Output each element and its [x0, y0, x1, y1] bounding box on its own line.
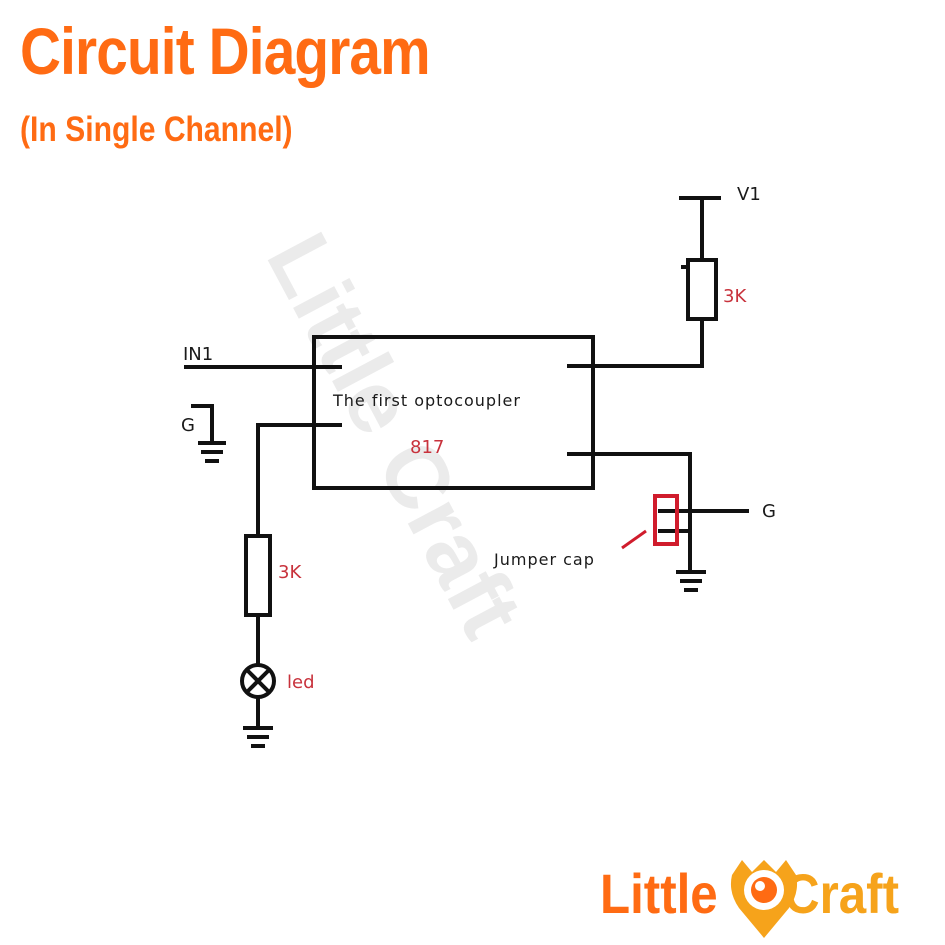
- ground-symbol-left: [191, 404, 226, 463]
- led-icon: [240, 663, 276, 699]
- ground-symbol-led: [243, 695, 273, 748]
- ground-label-left: G: [181, 415, 195, 436]
- ground-symbol-output: [676, 538, 706, 592]
- led-label: led: [287, 672, 315, 693]
- resistor-right: [686, 258, 718, 321]
- brand-name-little: Little: [600, 862, 718, 925]
- brand-name-craft: Craft: [784, 862, 900, 925]
- resistor-left: [244, 534, 272, 617]
- page-title: Circuit Diagram: [20, 14, 431, 88]
- optocoupler-model: 817: [410, 437, 444, 458]
- jumper-pointer: [621, 529, 647, 550]
- resistor-left-label: 3K: [278, 562, 302, 583]
- optocoupler-name: The first optocoupler: [332, 391, 521, 410]
- logo-pin-icon: [730, 860, 798, 938]
- output-ground-label: G: [762, 501, 776, 522]
- resistor-right-label: 3K: [723, 286, 747, 307]
- collector-wire: [567, 317, 704, 368]
- optocoupler-box: [312, 335, 595, 490]
- input-label: IN1: [183, 344, 213, 365]
- cathode-wire: [256, 423, 342, 538]
- supply-label: V1: [737, 184, 761, 205]
- page-subtitle: (In Single Channel): [20, 110, 293, 149]
- jumper-label: Jumper cap: [493, 550, 595, 569]
- watermark: Little Craft: [248, 217, 542, 652]
- jumper-cap: [653, 494, 679, 546]
